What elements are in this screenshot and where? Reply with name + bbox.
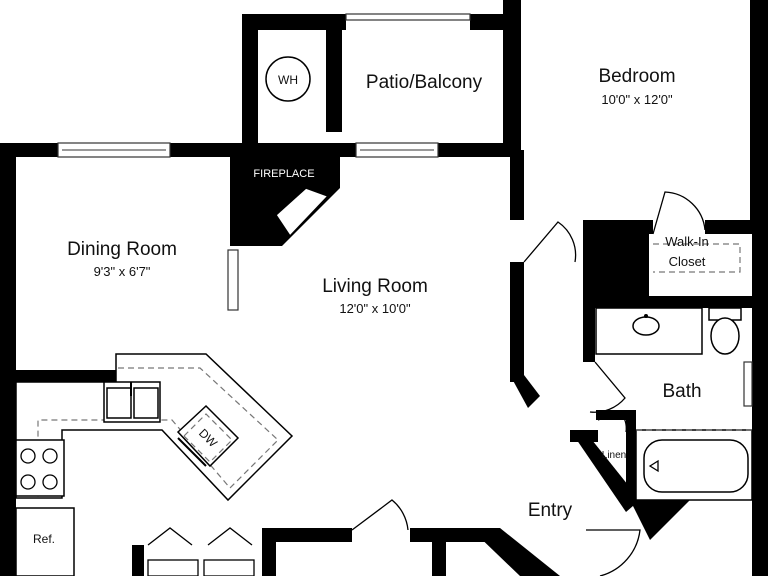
closet-shelf: [653, 243, 741, 273]
fireplace-label: FIREPLACE: [253, 168, 314, 180]
range: [15, 439, 65, 497]
water-heater-label: WH: [278, 73, 298, 87]
bedroom-label: Bedroom: [598, 66, 675, 87]
bedroom-dimensions: 10'0" x 12'0": [601, 92, 673, 107]
living-room-label: Living Room: [322, 276, 428, 297]
bath-fixtures: [595, 307, 753, 501]
dining-room-dimensions: 9'3" x 6'7": [94, 264, 151, 279]
linen-label: Linen: [602, 450, 626, 461]
dining-room-label: Dining Room: [67, 239, 177, 260]
windows: [57, 13, 753, 407]
dishwasher: DW: [176, 404, 240, 468]
bath-label: Bath: [662, 381, 701, 402]
living-room-dimensions: 12'0" x 10'0": [339, 301, 411, 316]
refrigerator-label: Ref.: [33, 532, 55, 546]
kitchen: DW Ref.: [15, 353, 294, 576]
walk-in-closet-label-line1: Walk-In: [665, 234, 709, 249]
walk-in-closet-label-line2: Closet: [669, 254, 706, 269]
fireplace: FIREPLACE: [230, 157, 340, 246]
entry-label: Entry: [528, 500, 573, 521]
refrigerator: Ref.: [15, 507, 75, 576]
water-heater: WH: [265, 56, 311, 102]
patio-label: Patio/Balcony: [366, 72, 483, 93]
room-labels: Patio/Balcony Bedroom 10'0" x 12'0" Dini…: [67, 66, 709, 521]
doors: [147, 40, 706, 576]
